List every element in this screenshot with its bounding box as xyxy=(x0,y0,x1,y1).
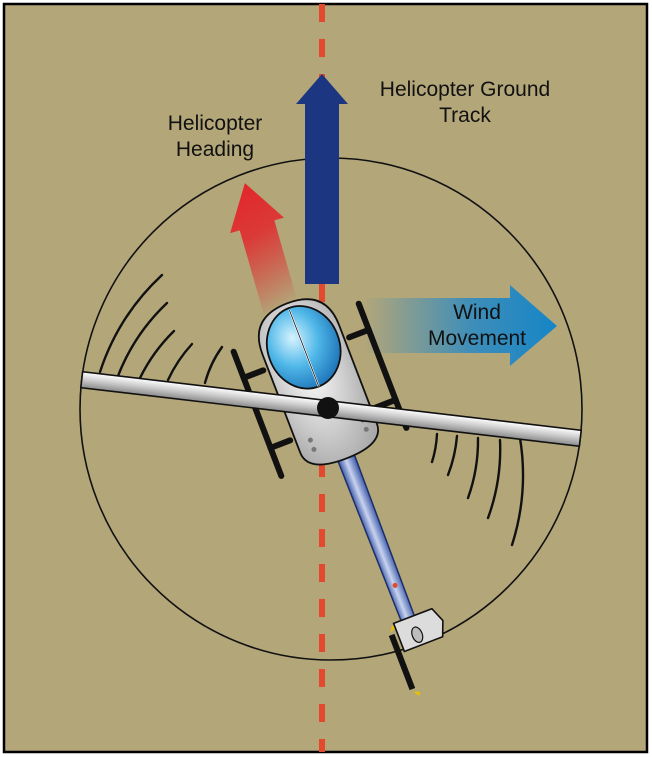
heading-label-line-2: Heading xyxy=(175,138,255,161)
helicopter-top-view-icon xyxy=(230,298,444,697)
helicopter-ground-track-label: Helicopter Ground Track xyxy=(360,77,570,129)
wind-label-line-2: Movement xyxy=(427,327,527,350)
wind-movement-arrow xyxy=(364,285,557,366)
helicopter-heading-arrow xyxy=(230,183,299,314)
rotor-hub xyxy=(317,397,339,419)
rotor-motion-lines-left xyxy=(98,273,224,385)
heading-label-line-1: Helicopter xyxy=(167,112,263,135)
ground-track-label-line-2: Track xyxy=(439,104,491,127)
heading-arrow-group xyxy=(230,183,299,314)
rotor-motion-lines-right xyxy=(430,432,525,547)
ground-track-label-line-1: Helicopter Ground xyxy=(379,78,551,101)
wind-movement-label: Wind Movement xyxy=(412,300,542,352)
ground-track-arrow xyxy=(296,74,348,284)
wind-label-line-1: Wind xyxy=(453,301,501,324)
helicopter-heading-label: Helicopter Heading xyxy=(140,111,290,163)
